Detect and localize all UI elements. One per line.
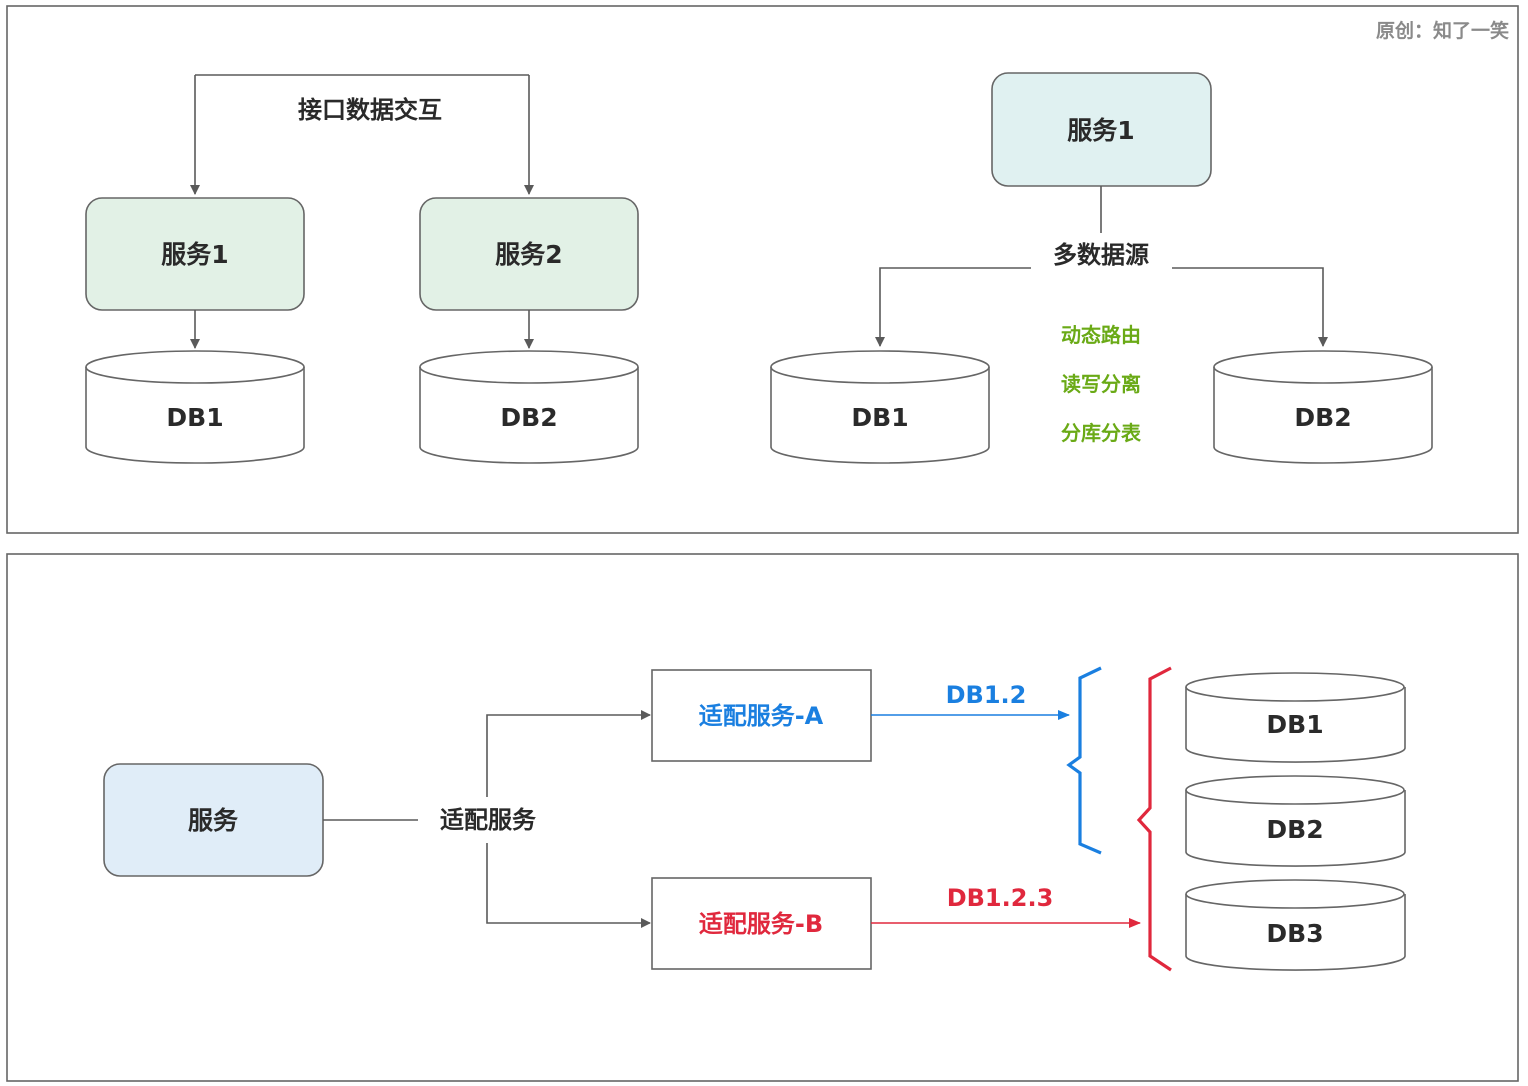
datasource-label: 多数据源 — [1053, 241, 1149, 269]
database-cylinder-body[interactable] — [1185, 790, 1406, 867]
top-panel: 原创：知了一笑 接口数据交互 服务1 服务2 DB1 — [6, 5, 1519, 534]
database-db2-bottom[interactable]: DB2 — [1185, 775, 1406, 867]
brace-blue-icon — [1066, 666, 1102, 855]
service-node-right[interactable]: 服务1 — [991, 72, 1212, 187]
feature-read-write-split: 读写分离 — [1061, 372, 1141, 396]
database-cylinder-top — [1185, 672, 1405, 702]
interaction-label: 接口数据交互 — [298, 96, 442, 124]
service-node-bottom-label: 服务 — [188, 806, 238, 835]
multi-datasource-diagram: 服务1 多数据源 动态路由 读写分离 分库分表 DB1 DB2 — [770, 72, 1433, 464]
database-label: DB1 — [166, 403, 223, 432]
database-label: DB2 — [1294, 403, 1351, 432]
database-cylinder-top — [770, 350, 990, 384]
adapter-a-label: 适配服务-A — [699, 702, 824, 730]
database-db2-right[interactable]: DB2 — [1213, 350, 1433, 464]
adapter-b[interactable]: 适配服务-B — [651, 877, 872, 970]
database-db2-left[interactable]: DB2 — [419, 350, 639, 464]
arrow-to-adapter-b — [486, 843, 651, 928]
adapter-a[interactable]: 适配服务-A — [651, 669, 872, 762]
database-cylinder-body[interactable] — [770, 367, 990, 464]
database-label: DB1 — [851, 403, 908, 432]
adapter-hub-label: 适配服务 — [440, 806, 537, 834]
interface-interaction-diagram: 接口数据交互 服务1 服务2 DB1 DB2 — [85, 74, 639, 464]
feature-dynamic-routing: 动态路由 — [1061, 323, 1141, 347]
database-db1-left[interactable]: DB1 — [85, 350, 305, 464]
service-node-1-label: 服务1 — [161, 240, 228, 269]
adapter-a-box[interactable] — [651, 669, 872, 762]
database-label: DB1 — [1266, 710, 1323, 739]
service-node-2[interactable]: 服务2 — [419, 197, 639, 311]
database-cylinder-top — [419, 350, 639, 384]
database-db1-right[interactable]: DB1 — [770, 350, 990, 464]
arrow-datasource-db1 — [875, 267, 1031, 347]
database-cylinder-top — [85, 350, 305, 384]
brace-red-icon — [1136, 666, 1172, 972]
service-node-2-label: 服务2 — [495, 240, 562, 269]
arrow-datasource-db2 — [1172, 267, 1328, 347]
bottom-panel: 服务 适配服务 适配服务-A 适配服务-B DB1.2 DB1.2.3 DB1 … — [6, 553, 1519, 1082]
database-cylinder-body[interactable] — [1185, 894, 1406, 971]
service-node-bottom[interactable]: 服务 — [103, 763, 324, 877]
database-cylinder-body[interactable] — [419, 367, 639, 464]
database-cylinder-body[interactable] — [85, 367, 305, 464]
database-label: DB2 — [500, 403, 557, 432]
database-cylinder-top — [1213, 350, 1433, 384]
adapter-b-label: 适配服务-B — [699, 910, 823, 938]
adapter-b-box[interactable] — [651, 877, 872, 970]
route-b-label: DB1.2.3 — [947, 884, 1054, 912]
database-cylinder-body[interactable] — [1213, 367, 1433, 464]
route-a-label: DB1.2 — [946, 681, 1027, 709]
arrow-to-adapter-a — [486, 710, 651, 797]
feature-sharding: 分库分表 — [1061, 421, 1142, 445]
database-cylinder-top — [1185, 775, 1405, 805]
service-node-right-label: 服务1 — [1067, 116, 1134, 145]
database-db3-bottom[interactable]: DB3 — [1185, 879, 1406, 971]
database-db1-bottom[interactable]: DB1 — [1185, 672, 1406, 763]
database-cylinder-body[interactable] — [1185, 687, 1406, 763]
database-label: DB3 — [1266, 919, 1323, 948]
database-label: DB2 — [1266, 815, 1323, 844]
database-cylinder-top — [1185, 879, 1405, 909]
watermark: 原创：知了一笑 — [1376, 19, 1509, 42]
service-node-1[interactable]: 服务1 — [85, 197, 305, 311]
